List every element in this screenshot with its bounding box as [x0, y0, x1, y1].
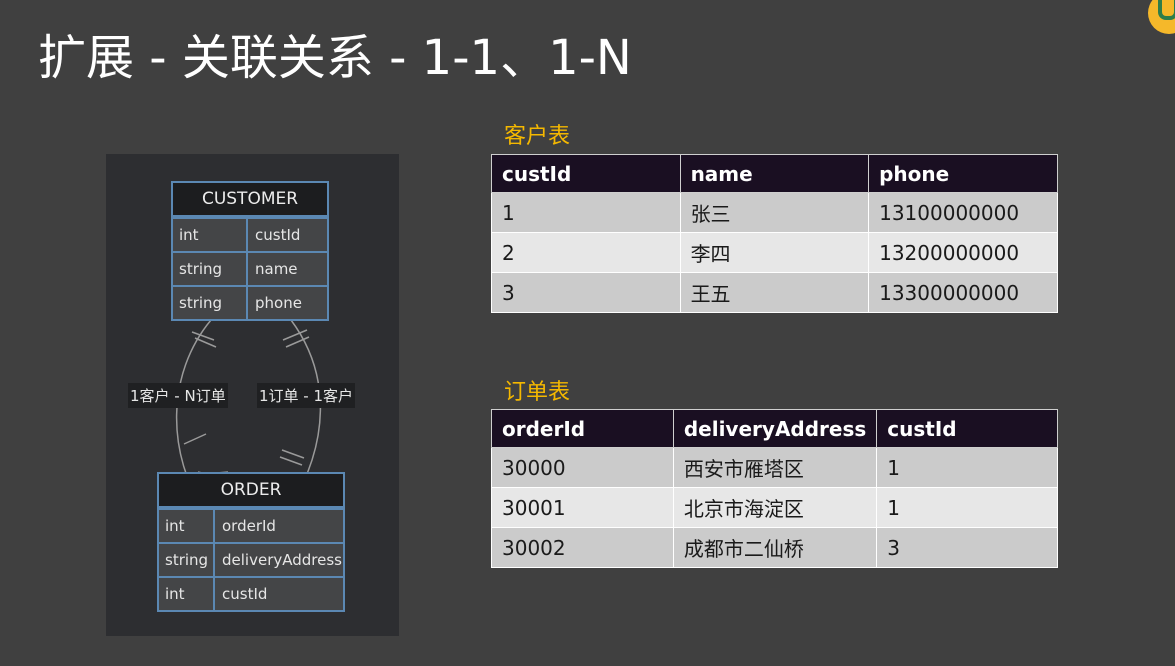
column-type: int	[159, 578, 215, 610]
table-cell: 30002	[491, 527, 674, 568]
table-cell: 2	[491, 232, 681, 273]
order-entity: ORDER int orderId string deliveryAddress…	[157, 472, 345, 612]
table-row: 2 李四 13200000000	[491, 232, 1058, 273]
table-cell: 北京市海淀区	[672, 487, 878, 528]
column-header: deliveryAddress	[672, 409, 878, 448]
customer-table-caption: 客户表	[504, 124, 571, 149]
table-row: 30002 成都市二仙桥 3	[491, 527, 1058, 568]
column-type: int	[159, 510, 215, 542]
table-cell: 西安市雁塔区	[672, 447, 878, 488]
table-cell: 1	[491, 192, 681, 233]
table-row: 30000 西安市雁塔区 1	[491, 447, 1058, 488]
order-table-caption: 订单表	[504, 380, 571, 405]
table-cell: 王五	[679, 272, 870, 313]
order-entity-row: string deliveryAddress	[159, 542, 343, 576]
column-header: phone	[868, 154, 1058, 193]
column-type: string	[173, 253, 248, 285]
table-cell: 成都市二仙桥	[672, 527, 878, 568]
er-diagram: CUSTOMER int custId string name string p…	[106, 154, 399, 636]
table-cell: 3	[491, 272, 681, 313]
table-cell: 张三	[679, 192, 870, 233]
table-cell: 30001	[491, 487, 674, 528]
table-row: 30001 北京市海淀区 1	[491, 487, 1058, 528]
customer-table: custId name phone 1 张三 13100000000 2 李四 …	[491, 154, 1058, 313]
logo-icon	[1148, 0, 1175, 34]
column-name: custId	[222, 585, 268, 603]
table-row: 1 张三 13100000000	[491, 192, 1058, 233]
table-cell: 3	[876, 527, 1058, 568]
relation-label-left: 1客户 - N订单	[128, 383, 228, 408]
order-entity-row: int custId	[159, 576, 343, 610]
column-header: orderId	[491, 409, 674, 448]
column-name: phone	[255, 294, 302, 312]
table-cell: 13200000000	[868, 232, 1058, 273]
table-row: 3 王五 13300000000	[491, 272, 1058, 313]
column-type: string	[173, 287, 248, 319]
table-cell: 13300000000	[868, 272, 1058, 313]
customer-entity-row: string name	[173, 251, 327, 285]
customer-entity-row: string phone	[173, 285, 327, 319]
table-cell: 1	[876, 447, 1058, 488]
customer-entity: CUSTOMER int custId string name string p…	[171, 181, 329, 321]
table-cell: 李四	[679, 232, 870, 273]
column-name: orderId	[222, 517, 276, 535]
column-header: name	[679, 154, 870, 193]
customer-entity-row: int custId	[173, 217, 327, 251]
column-header: custId	[491, 154, 681, 193]
order-entity-title: ORDER	[159, 474, 343, 508]
table-cell: 30000	[491, 447, 674, 488]
column-name: deliveryAddress	[222, 551, 342, 569]
customer-entity-title: CUSTOMER	[173, 183, 327, 217]
column-name: name	[255, 260, 298, 278]
relation-label-right: 1订单 - 1客户	[257, 383, 356, 408]
order-table: orderId deliveryAddress custId 30000 西安市…	[491, 409, 1058, 568]
column-name: custId	[255, 226, 301, 244]
slide-title: 扩展 - 关联关系 - 1-1、1-N	[38, 30, 632, 86]
order-entity-row: int orderId	[159, 508, 343, 542]
column-type: string	[159, 544, 215, 576]
table-cell: 1	[876, 487, 1058, 528]
table-header-row: custId name phone	[491, 154, 1058, 193]
table-cell: 13100000000	[868, 192, 1058, 233]
column-type: int	[173, 219, 248, 251]
column-header: custId	[876, 409, 1058, 448]
table-header-row: orderId deliveryAddress custId	[491, 409, 1058, 448]
